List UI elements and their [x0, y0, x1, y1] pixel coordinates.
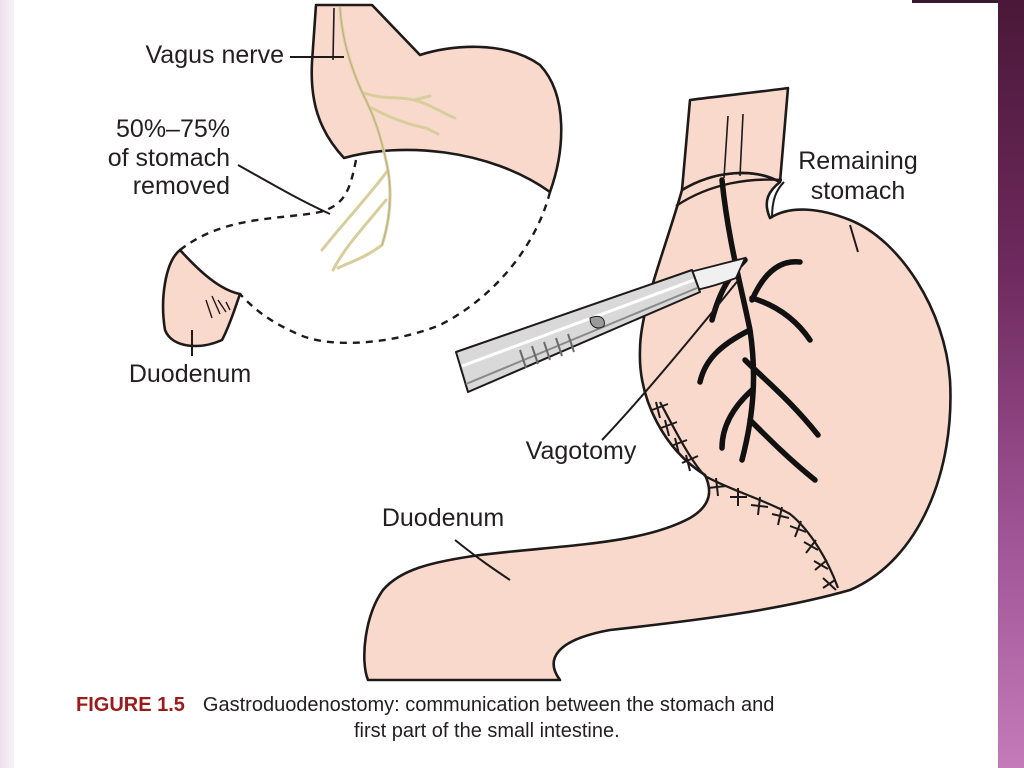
caption-line-2: first part of the small intestine. [354, 720, 620, 742]
upper-stomach-illustration [161, 3, 563, 356]
remaining-stomach-shape [363, 171, 952, 682]
duodenum-stump [161, 248, 242, 348]
label-vagus-nerve: Vagus nerve [145, 41, 284, 69]
lower-stomach-illustration [363, 86, 952, 682]
suture-line [659, 401, 840, 589]
left-edge-strip [0, 0, 14, 768]
removed-stomach-outline [179, 159, 552, 345]
label-duodenum-bottom: Duodenum [382, 504, 504, 532]
removed-leader [237, 164, 331, 215]
scalpel [455, 256, 747, 393]
duodenum-bottom-leader [454, 539, 511, 581]
label-removed: removed [133, 172, 230, 200]
label-stomach: stomach [811, 177, 905, 205]
vagotomy-leader [601, 277, 741, 441]
esophagus-shape [680, 86, 790, 192]
label-vagotomy: Vagotomy [526, 437, 637, 465]
label-duodenum-top: Duodenum [129, 360, 251, 388]
remaining-stomach-leader [849, 224, 859, 253]
caption-line-1: Gastroduodenostomy: communication betwee… [202, 694, 775, 716]
figure-number: FIGURE 1.5 [76, 694, 185, 716]
corner-mark [912, 0, 998, 3]
suture-stitches [651, 401, 837, 591]
label-remaining: Remaining [798, 147, 918, 175]
upper-stomach-shape [310, 3, 563, 194]
label-of-stomach: of stomach [108, 144, 230, 172]
nerve-branches [697, 177, 821, 483]
right-accent-band [998, 0, 1024, 768]
label-percent-removed: 50%–75% [116, 115, 230, 143]
figure-caption: FIGURE 1.5 Gastroduodenostomy: communicat… [76, 692, 986, 744]
remaining-stomach-leader-2 [771, 181, 785, 219]
